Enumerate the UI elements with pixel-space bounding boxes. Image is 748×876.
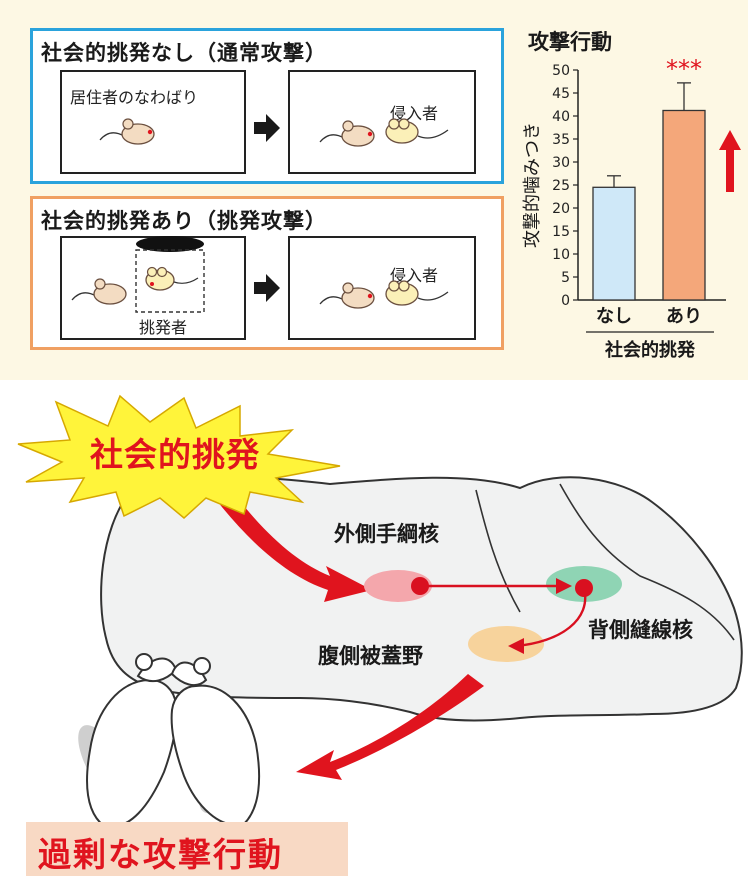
bar-none <box>592 186 636 301</box>
increase-arrow-shaft <box>726 148 734 192</box>
synapse-icon <box>508 638 524 654</box>
y-tick-label: 45 <box>552 86 570 102</box>
resident-mouse-icon <box>99 118 155 145</box>
experiment-drawings <box>71 114 449 313</box>
lateral-habenula-region <box>364 570 432 602</box>
y-tick-label: 40 <box>552 109 570 125</box>
intruder-scene-1 <box>288 70 476 174</box>
intruder-mouse-icon <box>385 280 449 306</box>
y-tick-label: 20 <box>552 201 570 217</box>
y-tick-label: 5 <box>561 270 570 286</box>
dorsal-raphe-label: 背側縫線核 <box>588 618 693 642</box>
resident-mouse-icon <box>319 120 375 147</box>
increase-arrow-icon <box>719 130 741 150</box>
intruder-mouse-icon <box>385 118 449 144</box>
resident-mouse-icon <box>319 282 375 309</box>
y-tick-label: 35 <box>552 132 570 148</box>
resident-mouse-icon <box>71 278 127 305</box>
no-provocation-title: 社会的挑発なし（通常攻撃） <box>41 41 327 65</box>
vta-region <box>468 626 544 662</box>
raphe-to-vta-pathway <box>515 587 587 648</box>
resident-territory-scene <box>60 70 246 174</box>
brain-diagram <box>55 460 743 855</box>
category-label: なし <box>596 306 632 327</box>
lateral-habenula-label: 外側手綱核 <box>334 522 439 546</box>
provocation-burst-icon <box>17 394 341 519</box>
significance-label: *** <box>666 55 702 83</box>
y-axis-label: 攻撃的噛みつき <box>522 122 543 248</box>
intruder-label-2: 侵入者 <box>390 266 439 285</box>
y-tick-label: 25 <box>552 178 570 194</box>
brain-fold <box>559 483 735 641</box>
x-axis-label: 社会的挑発 <box>605 339 696 361</box>
synapse-icon <box>556 578 572 594</box>
brain-fold <box>475 489 521 613</box>
provocation-trigger-label: 社会的挑発 <box>90 435 260 474</box>
provoker-mouse-icon <box>145 266 199 291</box>
right-arrow-icon <box>254 114 280 142</box>
provoker-cage <box>135 236 205 313</box>
right-arrow-icon <box>254 274 280 302</box>
provoker-label: 挑発者 <box>136 314 191 338</box>
intruder-scene-2 <box>288 236 476 340</box>
y-tick-label: 50 <box>552 63 570 79</box>
vta-label: 腹側被蓋野 <box>318 644 423 668</box>
category-label: あり <box>666 306 702 327</box>
resident-territory-label: 居住者のなわばり <box>70 88 199 107</box>
outcome-box <box>26 822 348 876</box>
y-tick-label: 30 <box>552 155 570 171</box>
provocation-title: 社会的挑発あり（挑発攻撃） <box>41 209 327 233</box>
output-arrow <box>296 674 484 780</box>
y-tick-label: 15 <box>552 224 570 240</box>
intruder-label-1: 侵入者 <box>390 104 439 123</box>
fighting-mice-icon <box>55 653 289 855</box>
y-tick-label: 10 <box>552 247 570 263</box>
y-tick-label: 0 <box>561 293 570 309</box>
outcome-label: 過剰な攻撃行動 <box>38 835 283 874</box>
chart-title: 攻撃行動 <box>528 30 612 54</box>
bar-with <box>662 109 706 301</box>
